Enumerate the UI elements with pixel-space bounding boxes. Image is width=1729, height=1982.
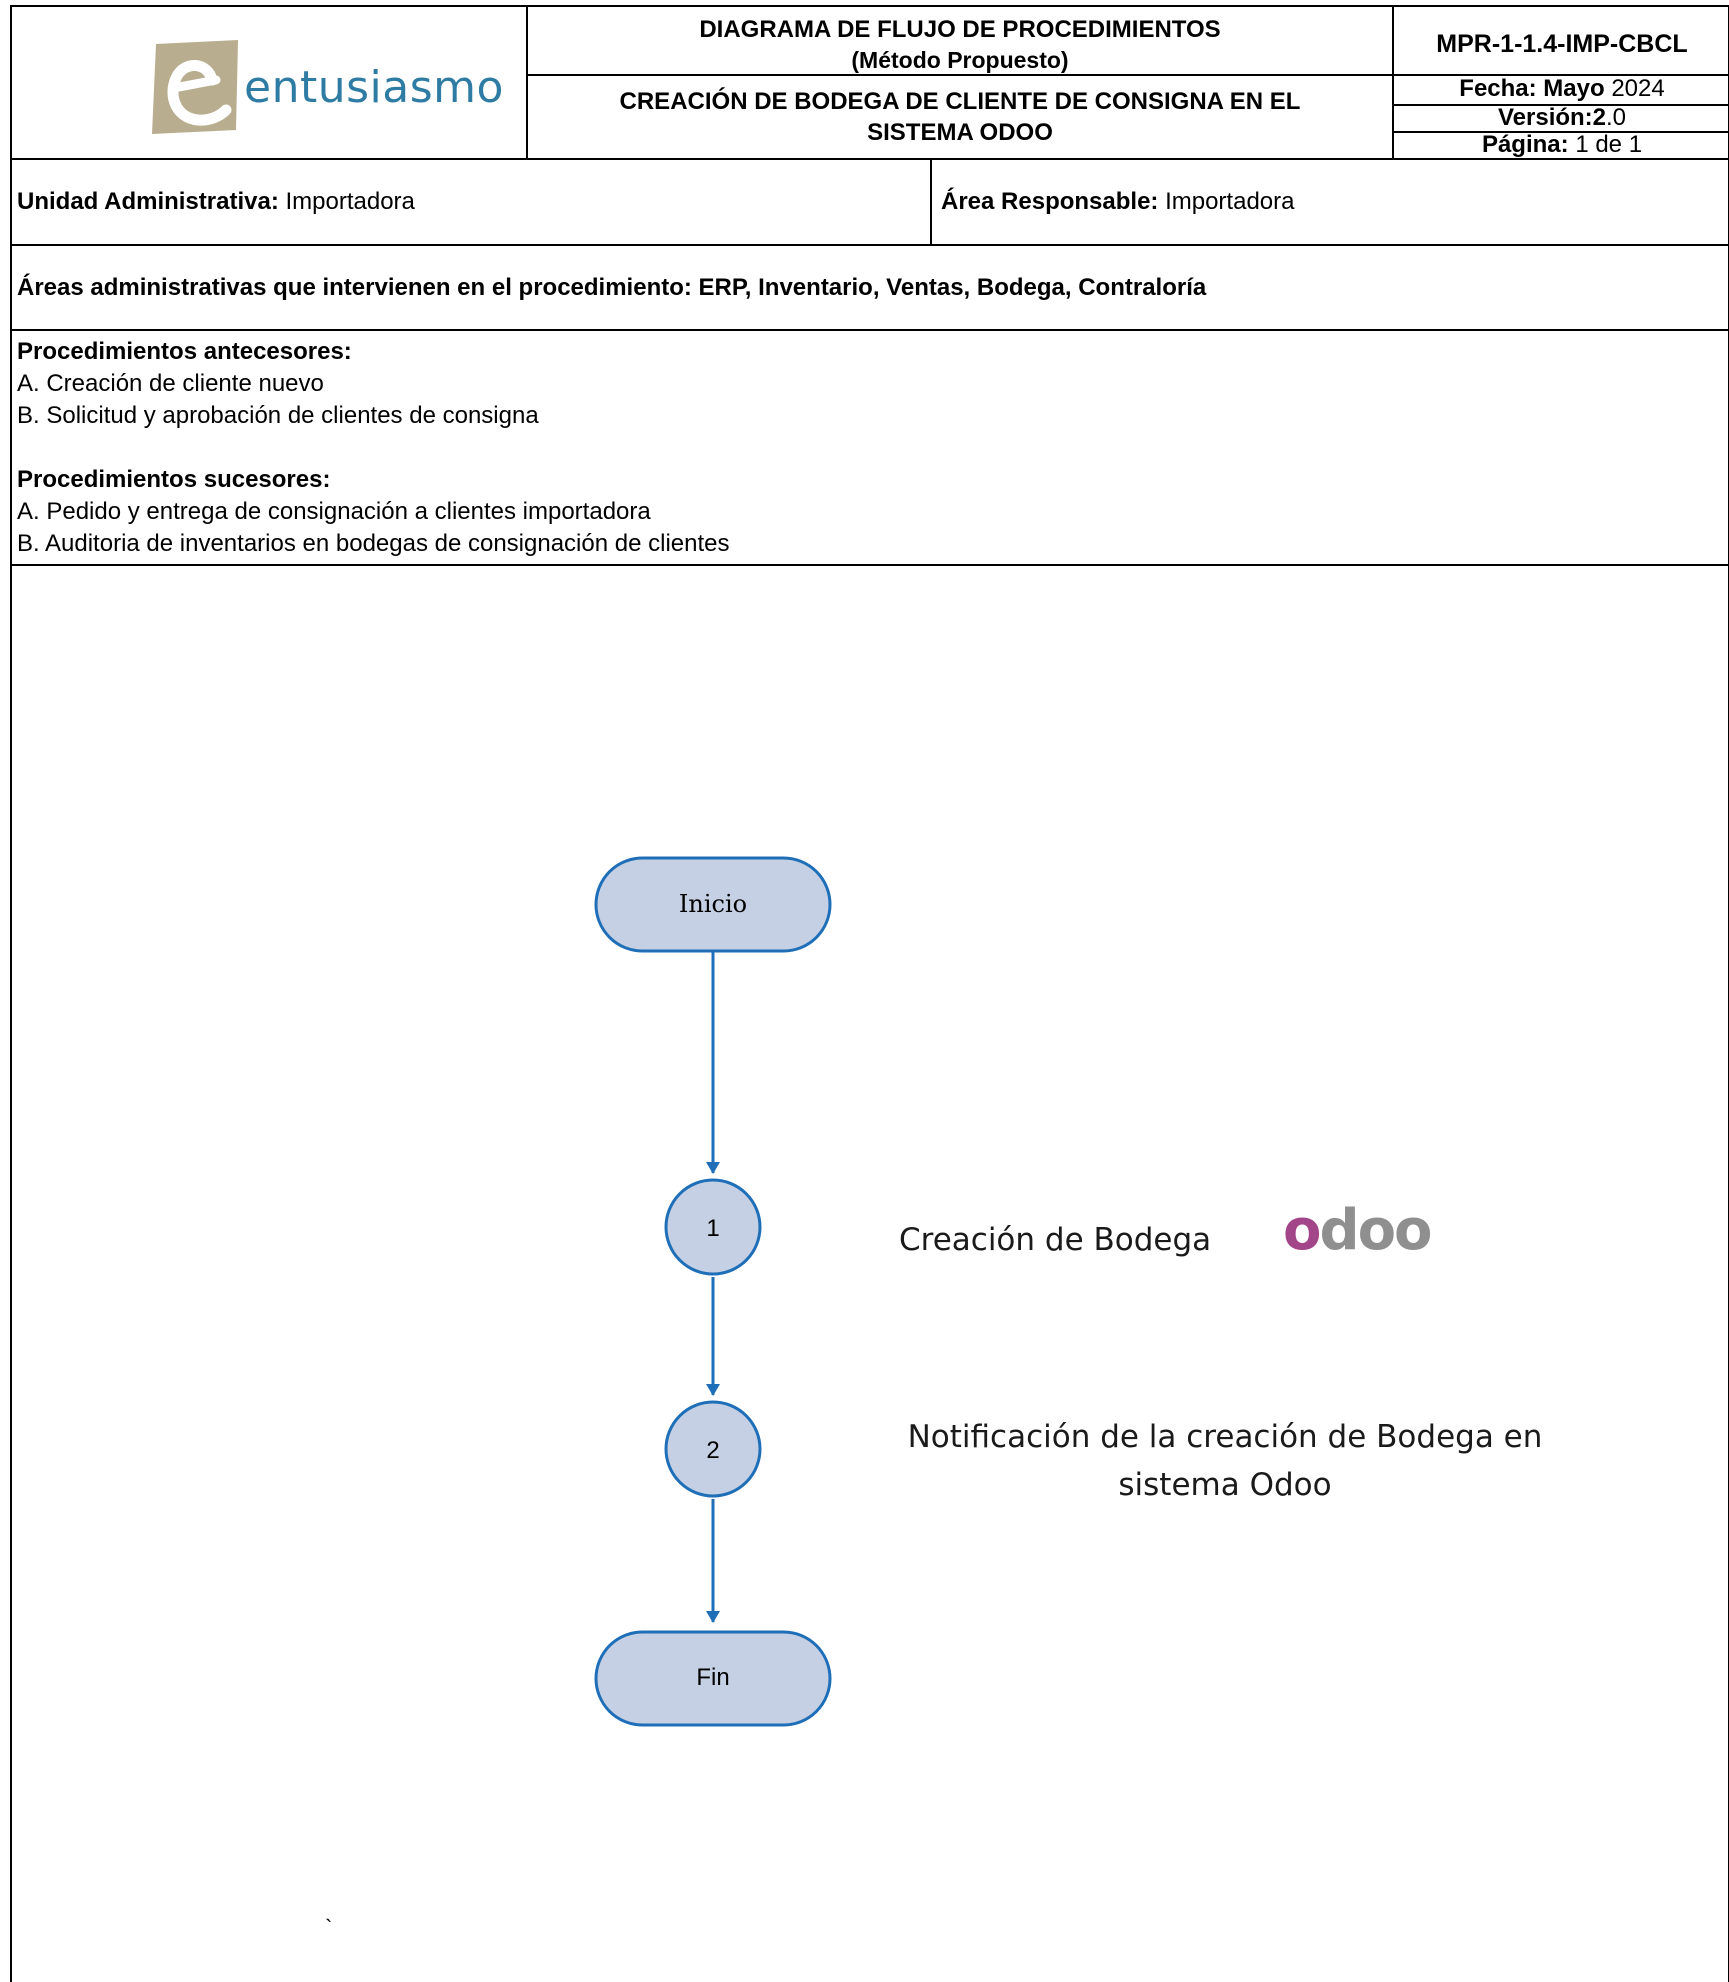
successor-item: B. Auditoria de inventarios en bodegas d… — [17, 530, 730, 557]
step1-number: 1 — [706, 1215, 720, 1242]
divider — [10, 564, 1729, 566]
responsible-area-value: Importadora — [1165, 188, 1295, 215]
successors-heading: Procedimientos sucesores: — [17, 466, 331, 493]
step2-text-line2: sistema Odoo — [1118, 1467, 1332, 1503]
involved-areas: Áreas administrativas que intervienen en… — [17, 274, 1207, 301]
responsible-area: Área Responsable: Importadora — [941, 188, 1294, 216]
divider — [1392, 5, 1394, 160]
doc-type-title: DIAGRAMA DE FLUJO DE PROCEDIMIENTOS — [699, 16, 1221, 43]
document-date: Fecha: Mayo 2024 — [1394, 75, 1729, 103]
date-value: 2024 — [1611, 75, 1665, 102]
logo-text: entusiasmo — [244, 62, 504, 113]
predecessor-item: B. Solicitud y aprobación de clientes de… — [17, 402, 539, 429]
divider — [930, 160, 932, 244]
start-label: Inicio — [678, 890, 748, 918]
predecessors-heading: Procedimientos antecesores: — [17, 338, 352, 365]
divider — [10, 158, 1729, 160]
page-label: Página: — [1481, 131, 1569, 158]
step2-text: Notificación de la creación de Bodega en — [907, 1419, 1543, 1455]
date-label: Fecha: Mayo — [1459, 75, 1605, 102]
stray-mark: ` — [325, 1915, 333, 1940]
step2-number: 2 — [706, 1437, 720, 1464]
admin-unit-label: Unidad Administrativa: — [17, 188, 279, 215]
end-label: Fin — [696, 1664, 730, 1691]
start-terminal — [594, 856, 832, 953]
divider — [526, 5, 528, 160]
admin-unit-value: Importadora — [285, 188, 415, 215]
admin-unit: Unidad Administrativa: Importadora — [17, 188, 415, 216]
doc-type-subtitle: (Método Propuesto) — [851, 47, 1069, 73]
successor-item: A. Pedido y entrega de consignación a cl… — [17, 498, 651, 525]
odoo-logo: odoo — [1283, 1198, 1433, 1263]
procedure-title-line2: SISTEMA ODOO — [867, 119, 1053, 146]
document-code: MPR-1-1.4-IMP-CBCL — [1436, 30, 1688, 58]
divider — [1394, 131, 1729, 133]
document-page: Página: 1 de 1 — [1394, 131, 1729, 159]
entusiasmo-logo-icon — [152, 40, 238, 134]
end-terminal — [594, 1630, 832, 1727]
odoo-logo-rest: doo — [1319, 1198, 1432, 1263]
step1-text: Creación de Bodega — [899, 1222, 1212, 1258]
divider — [1394, 104, 1729, 106]
responsible-area-label: Área Responsable: — [941, 188, 1159, 215]
version-label: Versión:2 — [1497, 104, 1607, 131]
step1-node — [664, 1178, 762, 1276]
page-value: 1 de 1 — [1575, 131, 1643, 158]
divider — [10, 329, 1729, 331]
procedure-title: CREACIÓN DE BODEGA DE CLIENTE DE CONSIGN… — [619, 88, 1301, 115]
divider — [528, 74, 1392, 76]
divider — [10, 244, 1729, 246]
step2-node — [664, 1400, 762, 1498]
version-value: .0 — [1606, 104, 1627, 131]
document-version: Versión:2.0 — [1394, 104, 1729, 132]
divider — [1394, 74, 1729, 76]
odoo-logo-icon: o — [1283, 1198, 1322, 1263]
predecessor-item: A. Creación de cliente nuevo — [17, 370, 324, 397]
